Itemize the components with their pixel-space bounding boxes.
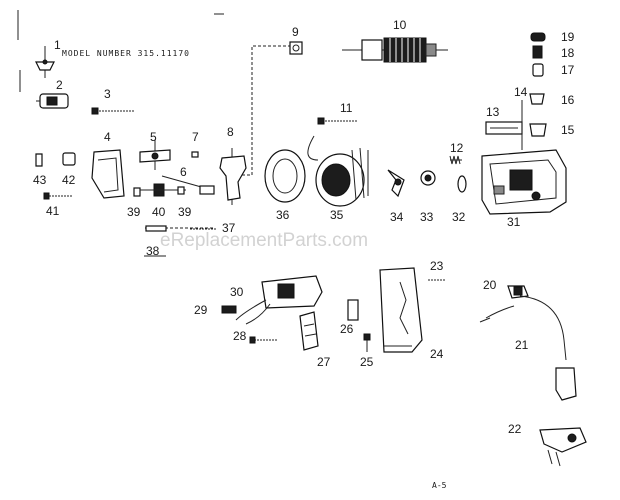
callout-14: 14 [514, 85, 528, 99]
part-39-spring-left [133, 187, 141, 197]
part-26-plate [347, 299, 359, 321]
part-27-bracket [299, 311, 319, 351]
callout-29: 29 [194, 303, 208, 317]
callout-39-left: 39 [127, 205, 141, 219]
part-34-fan [387, 169, 405, 198]
callout-15: 15 [561, 123, 575, 137]
part-33-bearing [420, 170, 436, 186]
callout-26: 26 [340, 322, 354, 336]
part-36-gasket [264, 149, 306, 203]
callout-33: 33 [420, 210, 434, 224]
callout-9: 9 [292, 25, 299, 39]
callout-23: 23 [430, 259, 444, 273]
part-17-bushing [532, 63, 544, 77]
callout-22: 22 [508, 422, 522, 436]
part-10-armature [342, 37, 448, 63]
part-2-brush-holder [36, 93, 69, 109]
part-39-spring-right [177, 186, 185, 195]
callout-2: 2 [56, 78, 63, 92]
part-11-screw [317, 117, 358, 125]
callout-16: 16 [561, 93, 575, 107]
callout-7: 7 [192, 130, 199, 144]
callout-32: 32 [452, 210, 466, 224]
callout-34: 34 [390, 210, 404, 224]
leader-lines-dashed [145, 45, 296, 229]
callout-27: 27 [317, 355, 331, 369]
part-20-strain-relief [507, 285, 529, 299]
callout-20: 20 [483, 278, 497, 292]
callout-38: 38 [146, 244, 160, 258]
callout-13: 13 [486, 105, 500, 119]
part-16-cap [529, 93, 545, 105]
callout-11: 11 [340, 101, 353, 115]
callout-19: 19 [561, 30, 575, 44]
part-42-nut [62, 152, 76, 166]
part-9-nut [289, 41, 303, 55]
watermark-text: eReplacementParts.com [160, 230, 368, 251]
callout-1: 1 [54, 38, 61, 52]
callout-37: 37 [222, 221, 236, 235]
page-edge-marks [17, 10, 224, 92]
part-29-screw [221, 305, 237, 314]
callout-28: 28 [233, 329, 247, 343]
part-38-screw [145, 225, 167, 232]
model-number-label: MODEL NUMBER 315.11170 [62, 49, 190, 58]
callout-8: 8 [227, 125, 234, 139]
part-24-handle-half [379, 267, 423, 353]
sheet-number-label: A-5 [432, 481, 447, 490]
callout-31: 31 [507, 215, 521, 229]
part-6-spring [161, 175, 215, 195]
callout-5: 5 [150, 130, 157, 144]
part-41-screw [43, 192, 72, 200]
callout-3: 3 [104, 87, 111, 101]
callout-17: 17 [561, 63, 575, 77]
part-19-washer [530, 32, 546, 42]
callout-10: 10 [393, 18, 407, 32]
part-12-spring [449, 155, 462, 165]
callout-labels: 1 2 3 4 5 6 7 8 9 10 11 12 13 14 15 16 1… [33, 18, 575, 436]
callout-21: 21 [515, 338, 529, 352]
part-4-end-cap [91, 149, 125, 199]
part-7-pin [191, 151, 199, 158]
part-18-bearing [532, 45, 543, 59]
part-8-trigger [219, 148, 247, 205]
callout-6: 6 [180, 165, 187, 179]
part-22-plug [539, 367, 587, 467]
part-13-brush [485, 121, 523, 135]
part-21-power-cord [479, 295, 567, 361]
part-43-clip [35, 153, 43, 167]
part-35-field-assembly [307, 135, 369, 207]
callout-30: 30 [230, 285, 244, 299]
callout-12: 12 [450, 141, 464, 155]
callout-43: 43 [33, 173, 47, 187]
part-3-screw [91, 107, 134, 115]
callout-18: 18 [561, 46, 575, 60]
part-31-motor-housing [481, 149, 567, 215]
callout-36: 36 [276, 208, 290, 222]
callout-42: 42 [62, 173, 76, 187]
callout-25: 25 [360, 355, 374, 369]
callout-41: 41 [46, 204, 60, 218]
part-1-switch-clip [35, 46, 55, 78]
callout-35: 35 [330, 208, 344, 222]
callout-40: 40 [152, 205, 166, 219]
callout-24: 24 [430, 347, 444, 361]
callout-4: 4 [104, 130, 111, 144]
callout-39-right: 39 [178, 205, 192, 219]
part-32-ring [457, 175, 467, 193]
part-28-screw [249, 336, 278, 344]
part-30-switch [235, 275, 323, 325]
part-15-cap [529, 123, 547, 137]
part-25-screw [363, 333, 371, 352]
part-5-trigger-pivot [139, 140, 171, 170]
